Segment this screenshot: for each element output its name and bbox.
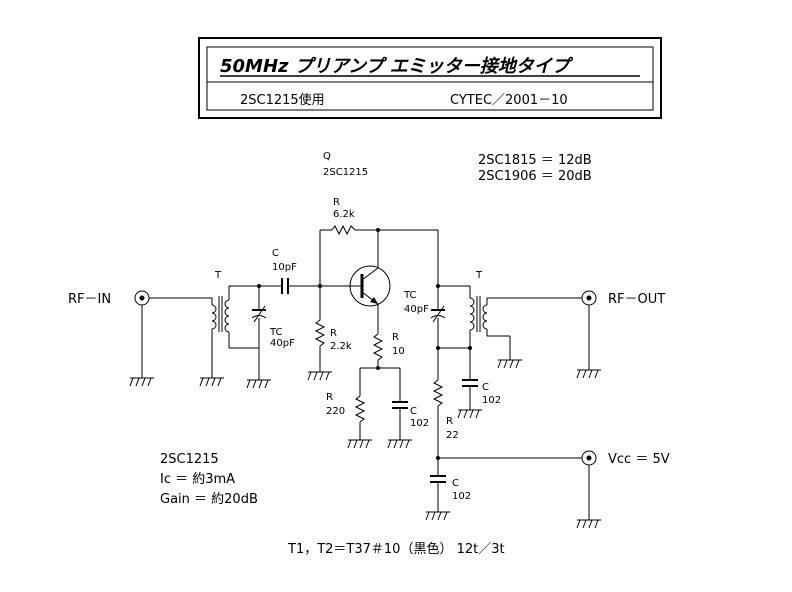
r-base-value: 2.2k [330, 341, 352, 352]
rf-in-port: RF－IN [68, 290, 212, 387]
c-in-label: C [272, 248, 279, 259]
emitter-network: R 10 R 220 C 102 [326, 332, 429, 449]
r-bias-label: R [333, 197, 340, 208]
rf-in-label: RF－IN [68, 292, 111, 307]
spec-notes: 2SC1215 Ic ＝ 約3mA Gain ＝ 約20dB [160, 452, 258, 507]
capacitor-c-in: C 10pF [272, 248, 355, 294]
c-in-value: 10pF [272, 262, 297, 273]
r-col-value: 22 [446, 430, 459, 441]
credit-text: CYTEC／2001－10 [450, 93, 568, 108]
title-box: 50MHz プリアンプ エミッター接地タイプ 2SC1215使用 CYTEC／2… [198, 37, 662, 119]
q-label: Q [323, 151, 331, 162]
gain-note-1: 2SC1815 ＝ 12dB [478, 153, 592, 168]
r-emit-value: 10 [392, 346, 405, 357]
footer-note: T1，T2＝T37＃10（黒色） 12t／3t [287, 541, 505, 557]
r-emit2-label: R [326, 392, 333, 403]
spec-line-2: Ic ＝ 約3mA [160, 472, 235, 487]
tc1-value: 40pF [270, 338, 295, 349]
r-emit2-value: 220 [326, 406, 345, 417]
r-base-label: R [330, 328, 337, 339]
rf-out-port: RF－OUT [576, 290, 665, 379]
part-note: 2SC1215使用 [240, 92, 325, 108]
c-col-value: 102 [482, 395, 501, 406]
supply-resistor: R 22 C 102 [425, 379, 582, 521]
rf-out-label: RF－OUT [608, 292, 665, 307]
gain-note-2: 2SC1906 ＝ 20dB [478, 169, 592, 184]
c-vcc-label: C [452, 478, 459, 489]
r-col-label: R [446, 416, 453, 427]
r-emit-label: R [392, 332, 399, 343]
r-bias-value: 6.2k [333, 209, 355, 220]
c-vcc-value: 102 [452, 491, 471, 502]
trimmer-tc1: TC 40pF [246, 284, 295, 389]
c-emit-label: C [410, 406, 417, 417]
tc2-value: 40pF [404, 304, 429, 315]
spec-line-3: Gain ＝ 約20dB [160, 492, 258, 507]
transformer-t1: T [199, 270, 282, 387]
vcc-label: Vcc ＝ 5V [608, 452, 670, 467]
q-part: 2SC1215 [323, 167, 368, 178]
tc1-label: TC [269, 327, 283, 338]
base-bias-network: R 6.2k R 2.2k [307, 197, 438, 381]
transformer-t2: T [475, 270, 582, 369]
transistor-q: Q 2SC1215 [323, 151, 391, 334]
c-col-label: C [482, 382, 489, 393]
t2-label: T [475, 270, 483, 281]
c-emit-value: 102 [410, 418, 429, 429]
t1-label: T [214, 270, 222, 281]
tc2-label: TC [403, 290, 417, 301]
vcc-port: Vcc ＝ 5V [576, 450, 670, 529]
title-text: 50MHz プリアンプ エミッター接地タイプ [220, 56, 574, 77]
spec-line-1: 2SC1215 [160, 452, 219, 467]
collector-tank: TC 40pF C 102 [403, 230, 501, 419]
